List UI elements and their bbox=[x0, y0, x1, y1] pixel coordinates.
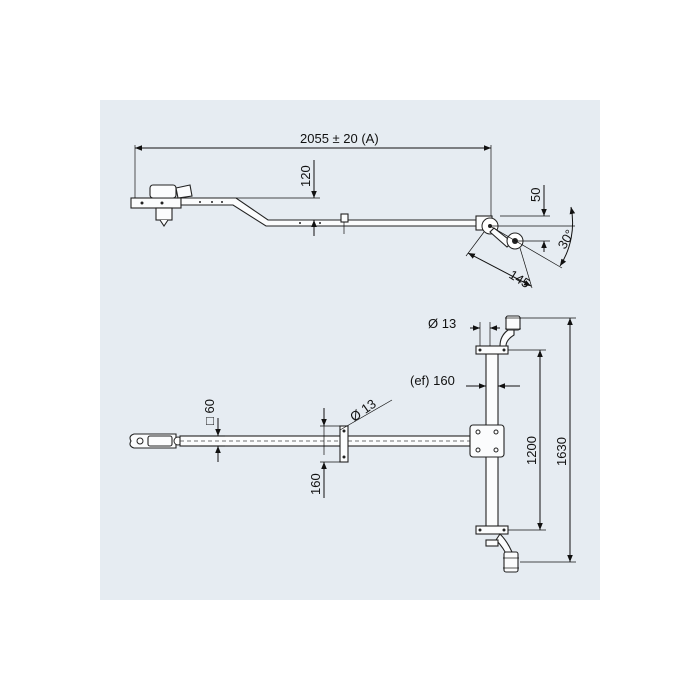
plate-dimension: 160 bbox=[308, 473, 323, 495]
top-stub bbox=[499, 315, 521, 347]
coupling-head bbox=[130, 184, 193, 227]
mid-plate bbox=[339, 425, 349, 463]
rise-dimension: 50 bbox=[528, 188, 543, 202]
length-dimension: 2055 ± 20 (A) bbox=[300, 131, 379, 146]
bolt-top-dimension: Ø 13 bbox=[428, 316, 456, 331]
angle-dimension: 30° bbox=[555, 227, 578, 252]
drawbar-side bbox=[180, 197, 481, 227]
offset-dimension: 145 bbox=[506, 267, 532, 291]
mid-bracket-side bbox=[340, 213, 349, 223]
bottom-stub bbox=[485, 533, 519, 573]
coupling-top bbox=[129, 433, 183, 449]
axle-side bbox=[475, 215, 524, 250]
top-view: Ø 13 (ef) 160 □ 60 Ø 13 160 1200 1630 bbox=[129, 315, 576, 573]
side-view: 2055 ± 20 (A) 120 50 30° 145 bbox=[130, 131, 578, 291]
axle-dimension: 1200 bbox=[524, 436, 539, 465]
height-dimension: 120 bbox=[298, 165, 313, 187]
tube-dimension: □ 60 bbox=[202, 399, 217, 425]
track-dimension: 1630 bbox=[554, 437, 569, 466]
bolt-mid-dimension: Ø 13 bbox=[347, 396, 379, 424]
width-dimension: (ef) 160 bbox=[410, 373, 455, 388]
axle-clamp bbox=[469, 424, 505, 458]
